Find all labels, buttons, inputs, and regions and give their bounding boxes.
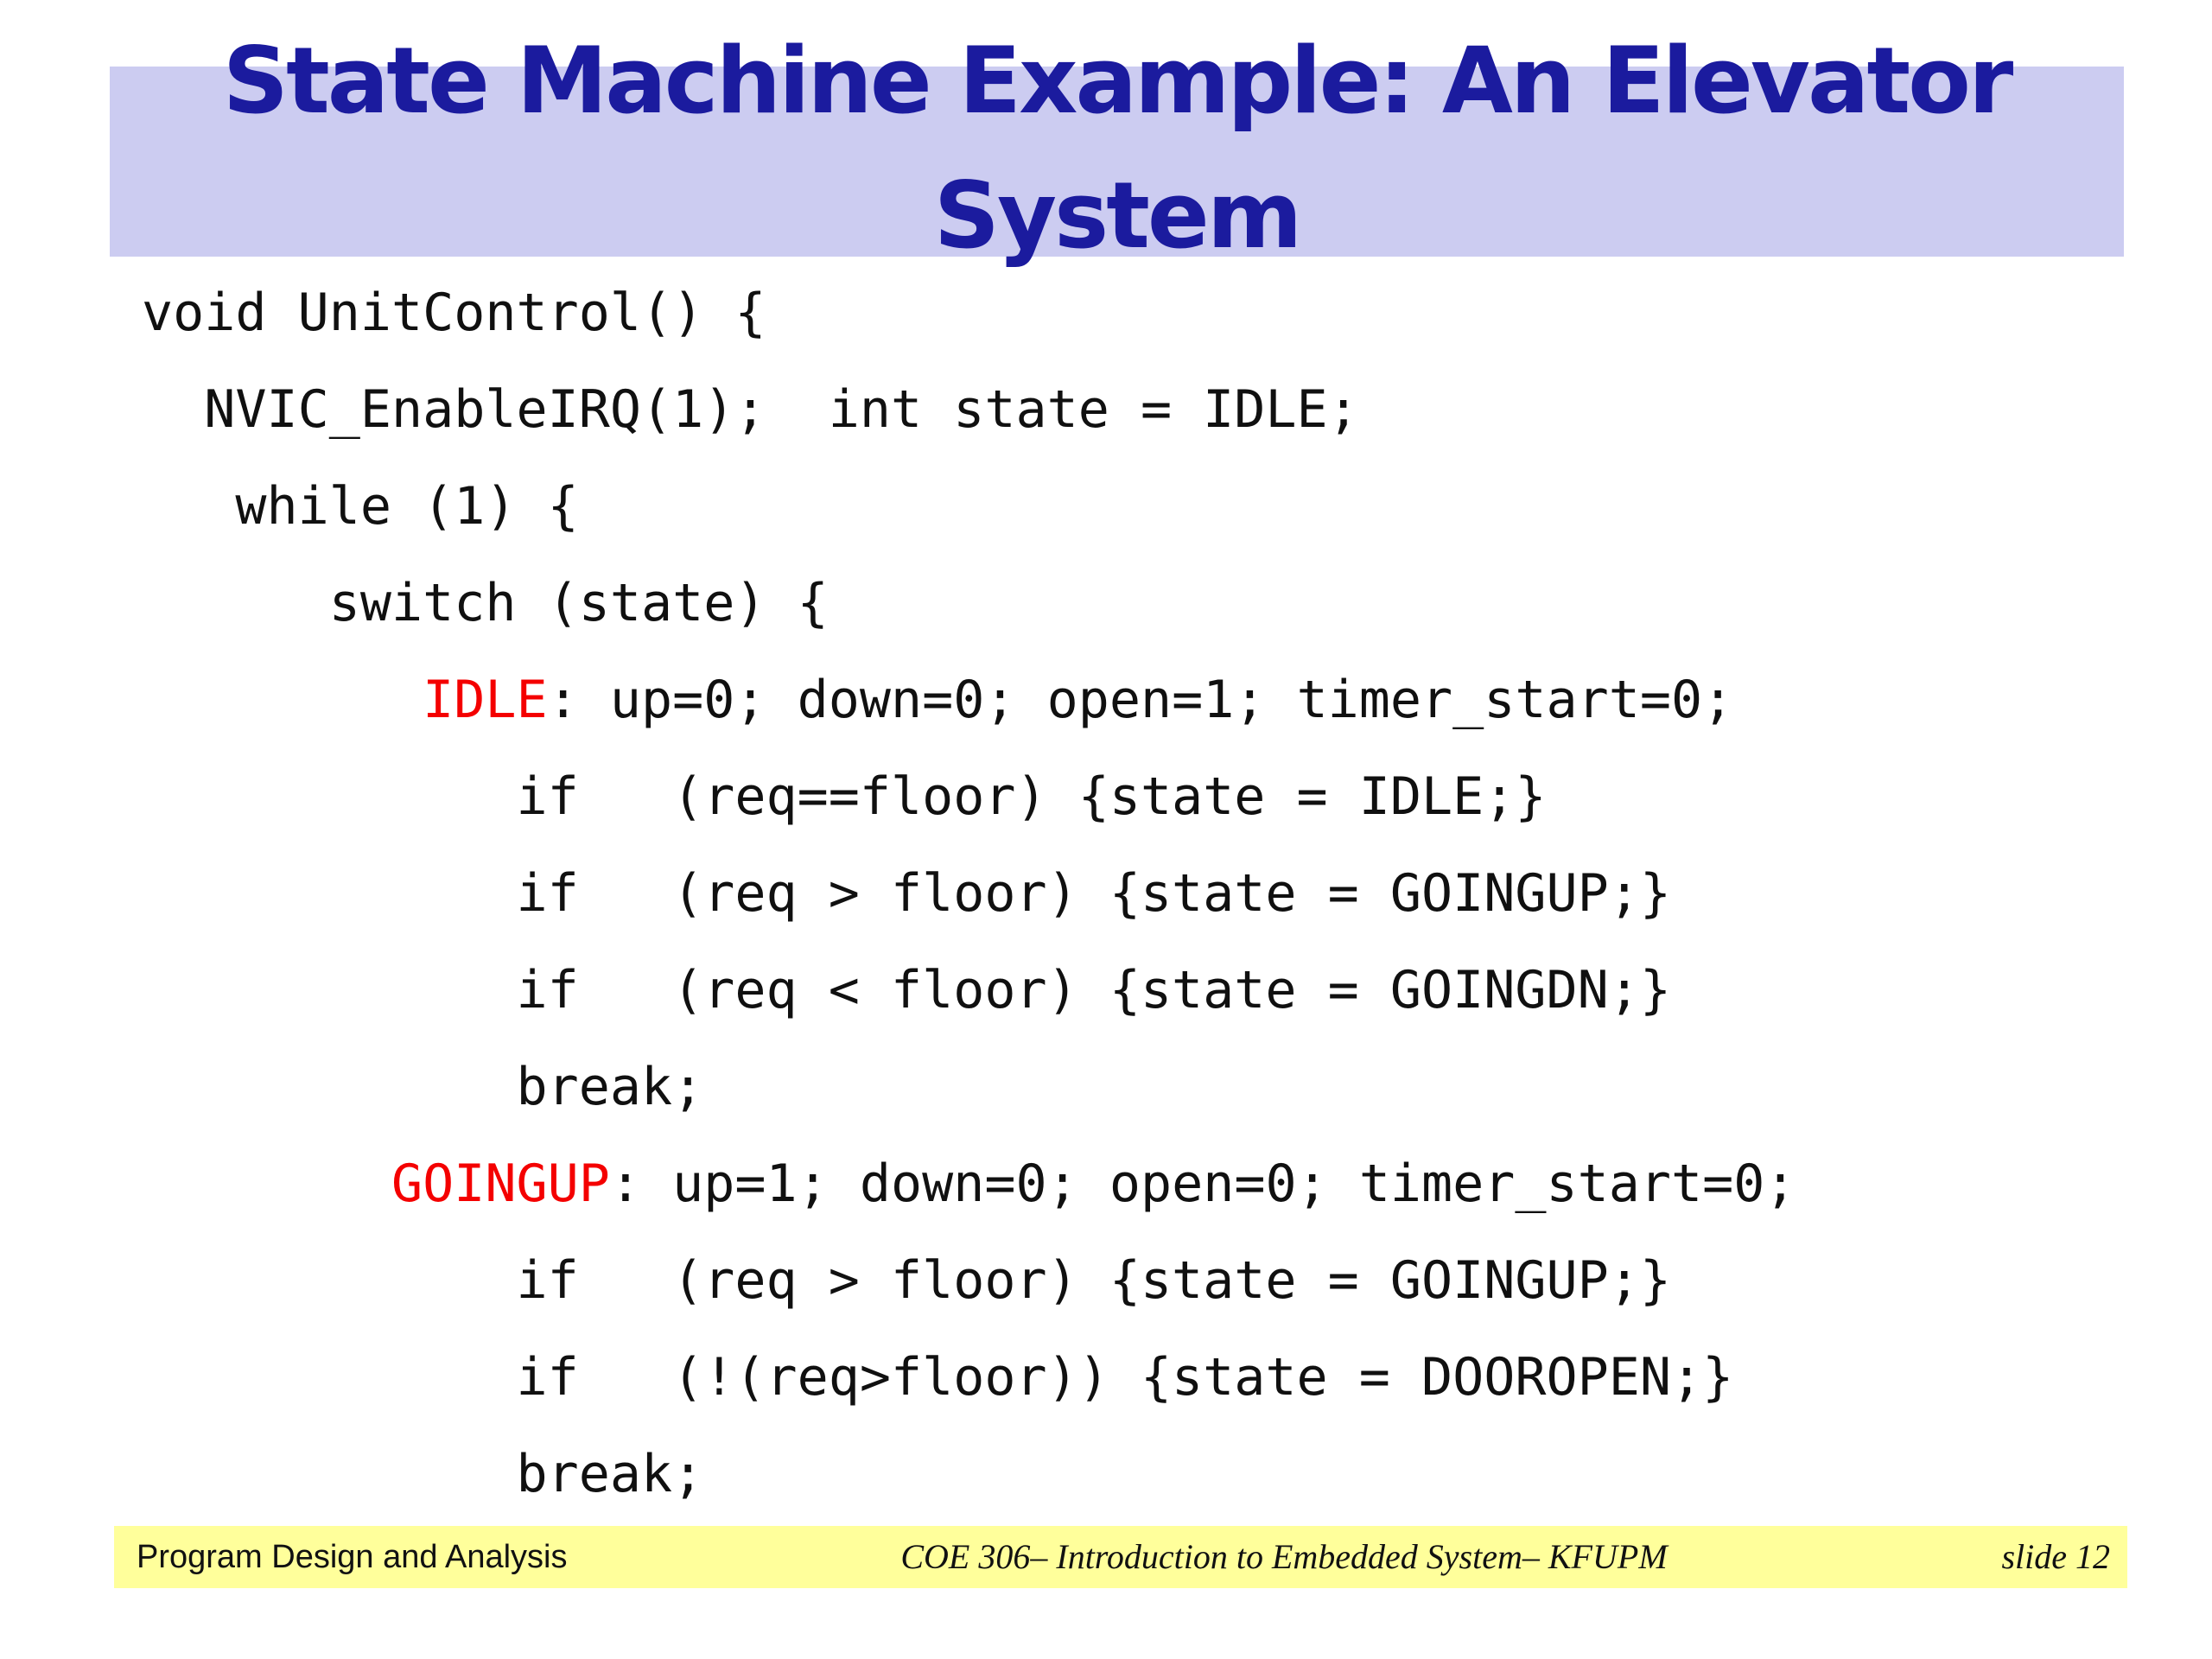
code-line: if (req==floor) {state = IDLE;} — [142, 748, 1796, 845]
title-line-2: System — [933, 162, 1303, 269]
code-line: if (!(req>floor)) {state = DOOROPEN;} — [142, 1329, 1796, 1426]
code-line: if (req > floor) {state = GOINGUP;} — [142, 1232, 1796, 1329]
slide-title: State Machine Example: An Elevator Syste… — [110, 14, 2124, 283]
code-block: void UnitControl() { NVIC_EnableIRQ(1); … — [142, 264, 1796, 1522]
code-text: if (req > floor) {state = GOINGUP;} — [142, 1250, 1672, 1311]
code-text: break; — [142, 1057, 704, 1117]
code-line: break; — [142, 1039, 1796, 1135]
footer-bar: Program Design and Analysis COE 306– Int… — [114, 1526, 2127, 1588]
code-text: NVIC_EnableIRQ(1); int state = IDLE; — [142, 379, 1359, 440]
code-text: : up=0; down=0; open=1; timer_start=0; — [547, 670, 1734, 730]
code-text: switch (state) { — [142, 573, 829, 633]
footer-course-code: COE 306– Introduction to Embedded System… — [900, 1537, 1668, 1576]
code-line: while (1) { — [142, 458, 1796, 555]
title-line-1: State Machine Example: An Elevator — [222, 28, 2014, 134]
code-line: if (req < floor) {state = GOINGDN;} — [142, 942, 1796, 1039]
code-line: void UnitControl() { — [142, 264, 1796, 361]
code-state-keyword: IDLE — [142, 670, 548, 730]
footer-slide-number: slide 12 — [2001, 1537, 2110, 1576]
code-line: if (req > floor) {state = GOINGUP;} — [142, 845, 1796, 942]
code-text: if (req > floor) {state = GOINGUP;} — [142, 863, 1672, 924]
title-band — [110, 67, 2124, 257]
code-text: if (!(req>floor)) {state = DOOROPEN;} — [142, 1347, 1734, 1408]
code-text: if (req==floor) {state = IDLE;} — [142, 766, 1547, 827]
code-line: break; — [142, 1426, 1796, 1522]
code-line: switch (state) { — [142, 555, 1796, 652]
code-text: break; — [142, 1444, 704, 1504]
code-text: : up=1; down=0; open=0; timer_start=0; — [609, 1154, 1796, 1214]
code-text: while (1) { — [142, 476, 579, 537]
footer-course-title: Program Design and Analysis — [137, 1539, 568, 1575]
code-state-keyword: GOINGUP — [142, 1154, 610, 1214]
code-line: NVIC_EnableIRQ(1); int state = IDLE; — [142, 361, 1796, 458]
code-line: IDLE: up=0; down=0; open=1; timer_start=… — [142, 652, 1796, 748]
code-line: GOINGUP: up=1; down=0; open=0; timer_sta… — [142, 1135, 1796, 1232]
code-text: if (req < floor) {state = GOINGDN;} — [142, 960, 1672, 1020]
code-text: void UnitControl() { — [142, 283, 766, 343]
